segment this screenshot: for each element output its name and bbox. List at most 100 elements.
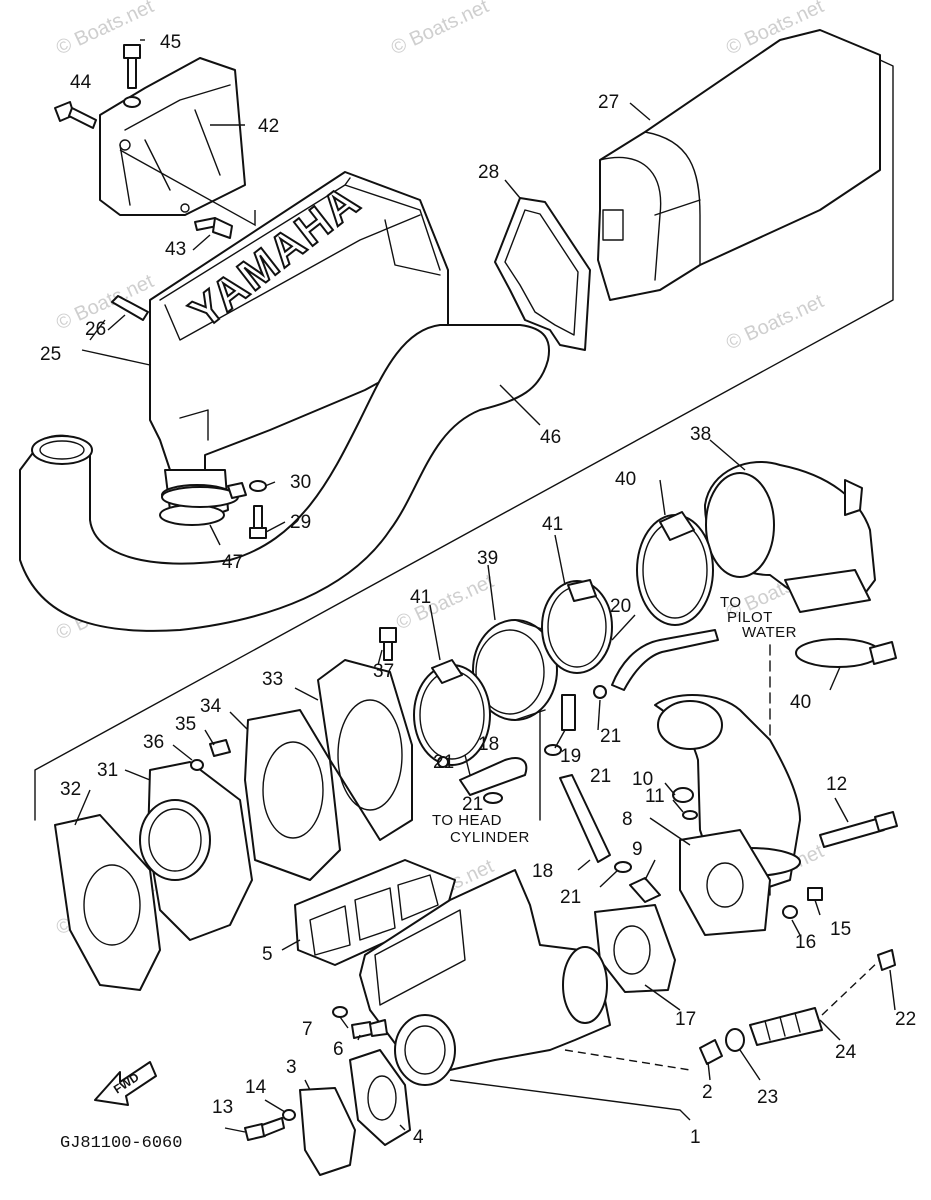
- callout-46: 46: [540, 427, 561, 448]
- plug-10: [672, 787, 694, 803]
- hose-18-lower: [559, 774, 611, 863]
- clamp-40-lower: [795, 638, 897, 668]
- callout-15: 15: [830, 919, 851, 940]
- clamp-47: [161, 482, 247, 508]
- callout-32: 32: [60, 779, 81, 800]
- washer-7: [332, 1006, 348, 1018]
- gasket-34: [244, 709, 341, 881]
- fitting-2: [699, 1039, 723, 1065]
- clamp-41-a: [413, 659, 491, 766]
- callout-21d: 21: [462, 794, 483, 815]
- diagram-code: GJ81100-6060: [60, 1134, 182, 1153]
- fitting-19: [561, 694, 576, 731]
- callout-11: 11: [645, 786, 665, 807]
- callout-30: 30: [290, 472, 311, 493]
- washer-36: [190, 759, 204, 771]
- bolt-44: [54, 101, 97, 129]
- callout-4: 4: [413, 1127, 424, 1148]
- gasket-28: [494, 197, 591, 351]
- hose-20: [611, 629, 719, 691]
- nipple-9: [629, 877, 661, 903]
- hose-18-upper: [459, 757, 528, 796]
- clips-21: [437, 685, 632, 873]
- bolt-43: [194, 217, 233, 239]
- coupling-39: [472, 619, 558, 721]
- bracket-42: [99, 57, 256, 227]
- gasket-4: [349, 1049, 411, 1146]
- callout-42: 42: [258, 116, 279, 137]
- clamp-23: [725, 1028, 745, 1052]
- callout-18b: 18: [532, 861, 553, 882]
- callout-41a: 41: [410, 587, 431, 608]
- callout-21e: 21: [560, 887, 581, 908]
- upper-section-boundary: [34, 59, 894, 821]
- elbow-38: [704, 460, 876, 613]
- bolt-15: [807, 887, 823, 901]
- callout-10: 10: [632, 769, 653, 790]
- flange-8: [679, 829, 771, 936]
- bolt-6: [351, 1019, 388, 1039]
- callout-29: 29: [290, 512, 311, 533]
- callout-39: 39: [477, 548, 498, 569]
- pipe-24: [749, 1007, 823, 1046]
- bolt-13: [244, 1117, 285, 1141]
- callout-31: 31: [97, 760, 118, 781]
- callout-8: 8: [622, 809, 633, 830]
- callout-7: 7: [302, 1019, 313, 1040]
- callout-25: 25: [40, 344, 61, 365]
- washer-11: [682, 810, 698, 820]
- callout-45: 45: [160, 32, 181, 53]
- stud-26: [111, 295, 149, 321]
- callout-34: 34: [200, 696, 222, 717]
- bolt-37: [379, 627, 397, 661]
- callout-35: 35: [175, 714, 196, 735]
- washer-16: [782, 905, 798, 919]
- callout-44: 44: [70, 72, 92, 93]
- callout-28: 28: [478, 162, 499, 183]
- note-to-pilot-1: TO: [720, 594, 742, 611]
- callout-21b: 21: [433, 752, 454, 773]
- bolt-12: [819, 811, 898, 848]
- callout-13: 13: [212, 1097, 233, 1118]
- callout-47: 47: [222, 552, 243, 573]
- note-to-pilot-3: WATER: [742, 624, 797, 641]
- callout-1: 1: [690, 1127, 701, 1148]
- callout-33: 33: [262, 669, 283, 690]
- callout-17: 17: [675, 1009, 696, 1030]
- callout-26: 26: [85, 319, 106, 340]
- watermark: © Boats.net: [388, 0, 493, 60]
- callout-6: 6: [333, 1039, 344, 1060]
- callout-23: 23: [757, 1087, 778, 1108]
- callout-14: 14: [245, 1077, 267, 1098]
- callout-12: 12: [826, 774, 847, 795]
- callout-40b: 40: [790, 692, 811, 713]
- callout-2: 2: [702, 1082, 713, 1103]
- gasket-32: [54, 814, 161, 991]
- cover-3: [299, 1087, 356, 1176]
- tank-27: [597, 29, 881, 301]
- note-to-head-1: TO HEAD: [432, 812, 502, 829]
- leader-lines: [74, 39, 896, 1133]
- watermark: © Boats.net: [393, 570, 498, 634]
- callout-24: 24: [835, 1042, 857, 1063]
- adapter-31: [139, 761, 253, 941]
- watermark: © Boats.net: [53, 0, 158, 60]
- note-to-pilot-2: PILOT: [727, 609, 773, 626]
- plate-33: [317, 659, 413, 841]
- bolt-35: [209, 739, 231, 757]
- bolt-45: [123, 44, 141, 108]
- callout-40a: 40: [615, 469, 636, 490]
- callout-18a: 18: [478, 734, 499, 755]
- bolt-29: [249, 505, 267, 539]
- pipe-22: [877, 949, 896, 971]
- washer-30: [249, 480, 267, 492]
- callout-27: 27: [598, 92, 619, 113]
- callout-22: 22: [895, 1009, 916, 1030]
- fwd-arrow: FWD: [94, 1061, 157, 1106]
- gasket-17: [594, 904, 676, 993]
- callout-3: 3: [286, 1057, 297, 1078]
- callout-5: 5: [262, 944, 273, 965]
- washer-14: [282, 1109, 296, 1121]
- clamp-41-b: [541, 579, 613, 674]
